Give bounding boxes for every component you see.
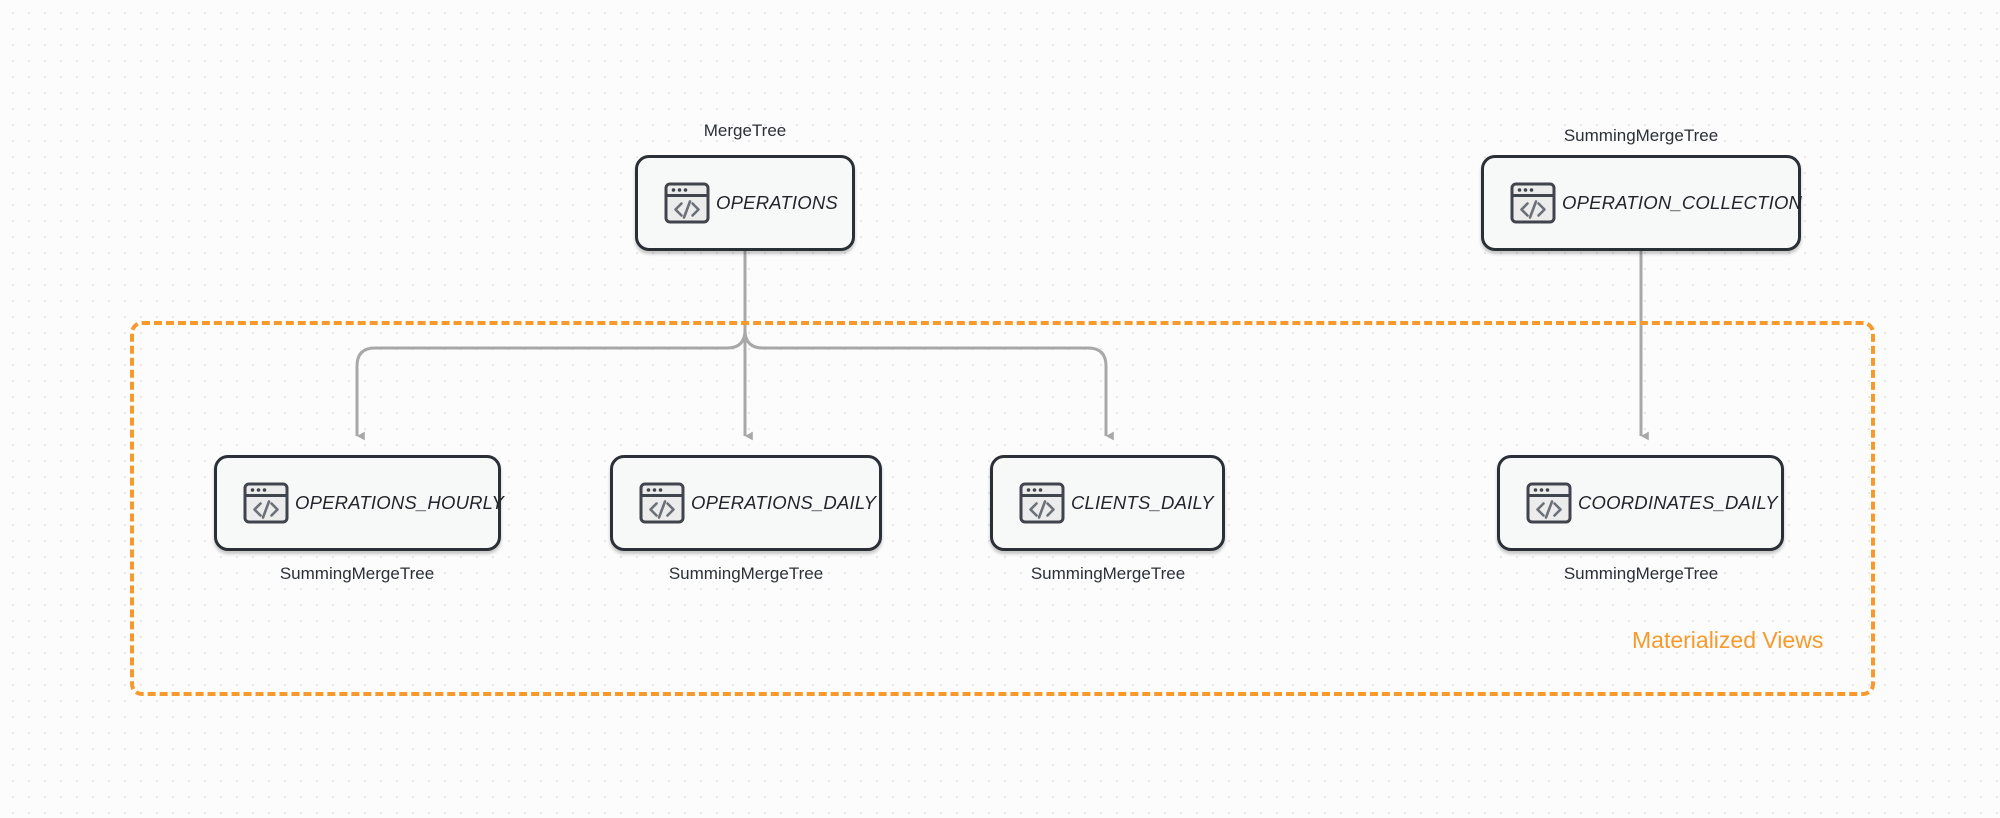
node-operations[interactable]: OPERATIONS xyxy=(635,155,855,251)
node-operations-hourly[interactable]: OPERATIONS_HOURLY xyxy=(214,455,504,551)
node-label: CLIENTS_DAILY xyxy=(1071,492,1214,513)
node-operation-collection[interactable]: OPERATION_COLLECTION xyxy=(1481,155,1802,251)
node-label: COORDINATES_DAILY xyxy=(1578,492,1778,513)
materialized-views-group-label: Materialized Views xyxy=(1632,627,1824,653)
engine-caption-operations: MergeTree xyxy=(703,121,787,140)
engine-caption-operation-collection: SummingMergeTree xyxy=(1563,126,1719,145)
code-window-icon xyxy=(664,182,710,224)
code-window-icon xyxy=(243,482,289,524)
code-window-icon xyxy=(1526,482,1572,524)
node-coordinates-daily[interactable]: COORDINATES_DAILY xyxy=(1497,455,1784,551)
code-window-icon xyxy=(1510,182,1556,224)
code-window-icon xyxy=(1019,482,1065,524)
code-window-icon xyxy=(639,482,685,524)
node-label: OPERATIONS_DAILY xyxy=(691,492,877,513)
engine-caption-coordinates-daily: SummingMergeTree xyxy=(1563,564,1719,583)
node-label: OPERATIONS xyxy=(716,192,838,213)
engine-caption-operations-hourly: SummingMergeTree xyxy=(279,564,435,583)
engine-caption-clients-daily: SummingMergeTree xyxy=(1030,564,1186,583)
node-clients-daily[interactable]: CLIENTS_DAILY xyxy=(990,455,1225,551)
node-label: OPERATION_COLLECTION xyxy=(1562,192,1803,213)
node-label: OPERATIONS_HOURLY xyxy=(295,492,505,513)
engine-caption-operations-daily: SummingMergeTree xyxy=(668,564,824,583)
node-operations-daily[interactable]: OPERATIONS_DAILY xyxy=(610,455,882,551)
